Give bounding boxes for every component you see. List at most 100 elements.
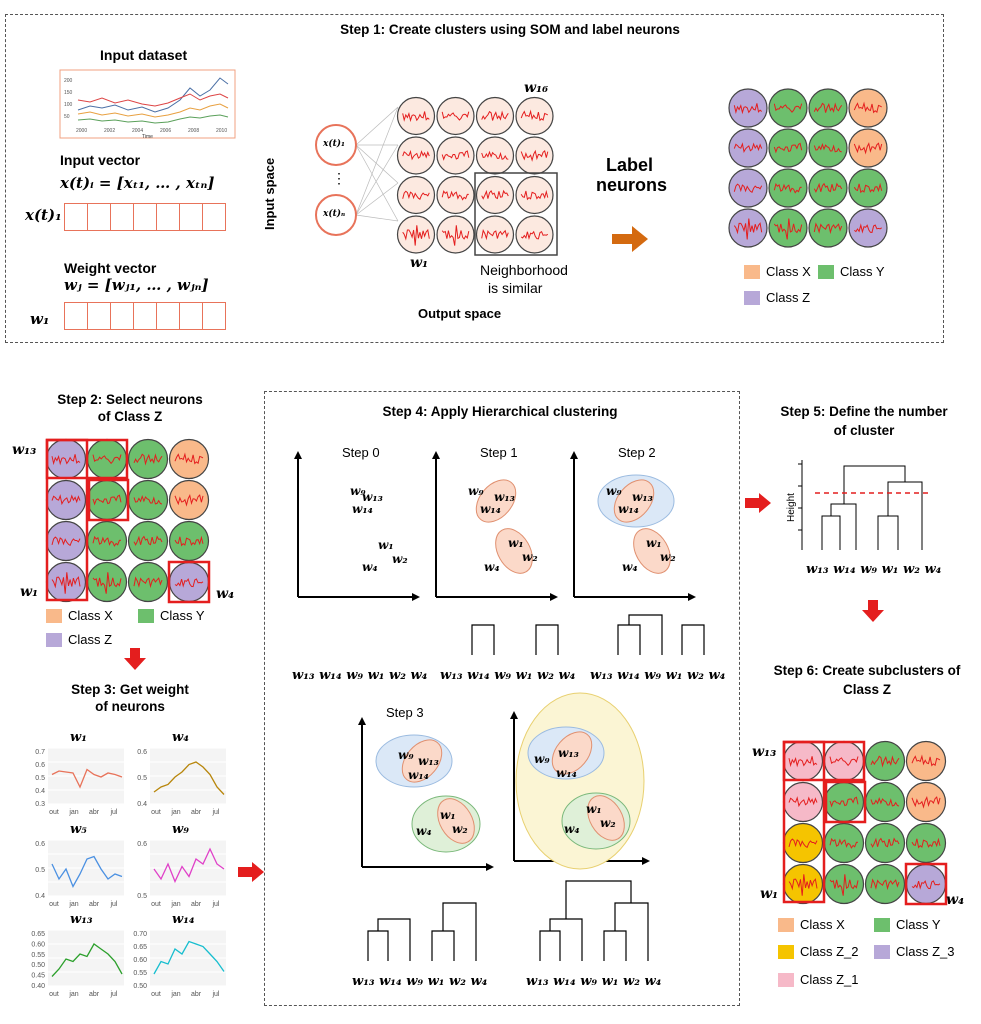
neuron-weight-line: [51, 454, 81, 466]
weight-chart-xtick: out: [49, 901, 59, 908]
neuron-circle: [864, 740, 906, 782]
weight-chart-xtick: abr: [191, 991, 202, 998]
legend-step6-y: Class Y: [874, 917, 941, 932]
label: w₄: [362, 560, 378, 574]
weight-chart-xtick: abr: [89, 809, 100, 816]
arrow-down-icon: [124, 648, 146, 670]
neuron-weight-line: [853, 182, 883, 194]
legend-step6-x: Class X: [778, 917, 845, 932]
weight-chart-ytick: 0.7: [35, 749, 45, 756]
neuron-weight-line: [481, 229, 509, 241]
weight-chart-xtick: jan: [170, 901, 180, 908]
mini-ytick: 200: [64, 78, 73, 84]
neuron-weight-line: [441, 190, 469, 201]
input-space-label: Input space: [262, 157, 277, 230]
step3-title-1: Step 3: Get weight: [71, 682, 189, 697]
substep-title: Step 1: [480, 445, 518, 460]
legend-step2-z: Class Z: [46, 632, 112, 647]
neuron-circle: [848, 128, 888, 168]
label: w₂: [392, 552, 408, 566]
weight-vector-formula: wⱼ = [wⱼ₁, … , wⱼₙ]: [64, 276, 209, 294]
weight-line: [153, 761, 225, 795]
neuron-weight-line: [481, 189, 509, 200]
legend-step1-y: Class Y: [818, 264, 885, 279]
legend-class-y: Class Y: [896, 917, 941, 932]
label: w₉: [534, 752, 550, 766]
step4-panel: [264, 391, 740, 1006]
step1-title: Step 1: Create clusters using SOM and la…: [340, 22, 680, 37]
label: w₁₃: [418, 754, 439, 768]
weight-chart-ytick: 0.5: [35, 775, 45, 782]
input-node-top-label: x(t)₁: [323, 139, 345, 149]
label: w₁: [646, 536, 662, 550]
arrow-down-icon: [862, 600, 884, 622]
legend-class-z: Class Z: [766, 290, 811, 305]
neuron-weight-line: [853, 142, 883, 155]
weight-chart-xtick: jul: [109, 809, 117, 816]
input-row-label: x(t)₁: [25, 206, 62, 224]
selection-box: [87, 478, 130, 522]
input-vector-cells: [64, 203, 226, 231]
weight-chart-ytick: 0.5: [137, 893, 147, 900]
weight-chart-xtick: jan: [68, 901, 78, 908]
weight-chart-xtick: jan: [170, 809, 180, 816]
weight-chart-xtick: out: [151, 991, 161, 998]
weight-chart-xtick: out: [49, 809, 59, 816]
neuron-weight-line: [788, 796, 818, 808]
weight-line: [51, 855, 123, 889]
neuron-weight-line: [92, 454, 122, 465]
neuron-weight-line: [773, 142, 803, 154]
weight-chart-xtick: jul: [109, 991, 117, 998]
step2-title-2: of Class Z: [97, 409, 163, 424]
selection-box: [45, 438, 89, 602]
legend-class-x: Class X: [800, 917, 845, 932]
leaf-labels: w₁₃ w₁₄ w₉ w₁ w₂ w₄: [440, 668, 576, 683]
weight-chart-xtick: out: [151, 809, 161, 816]
neuron-weight-line: [133, 495, 163, 505]
mini-xtick: 2002: [104, 128, 115, 134]
neuron-weight-line: [402, 111, 430, 123]
legend-step6-z3: Class Z_3: [874, 944, 955, 959]
neuron-weight-line: [911, 837, 941, 849]
som-output-grid: [396, 96, 554, 254]
label: w₂: [522, 550, 538, 564]
legend-step6-z1: Class Z_1: [778, 972, 859, 987]
arrow-right-icon: [238, 862, 264, 882]
weight-chart-ytick: 0.6: [35, 762, 45, 769]
neuron-weight-line: [133, 453, 163, 466]
weight-chart-ytick: 0.65: [31, 931, 45, 938]
label: w₂: [600, 816, 616, 830]
label: w₁₄: [408, 768, 429, 782]
input-dataset-chart: 200 150 100 50 2000 2002 2004 2006 2008 …: [59, 69, 236, 140]
mini-xlabel: Time: [142, 134, 153, 140]
height-axis-label: Height: [786, 493, 797, 522]
weight-chart-xtick: jan: [68, 809, 78, 816]
neuron-circle: [127, 438, 169, 480]
weight-chart-xtick: abr: [191, 901, 202, 908]
neuron-weight-line: [402, 190, 430, 200]
selection-box: [782, 740, 826, 904]
legend-class-y: Class Y: [160, 608, 205, 623]
weight-chart-ytick: 0.65: [133, 944, 147, 951]
mini-xtick: 2006: [160, 128, 171, 134]
weight-chart-xtick: out: [151, 901, 161, 908]
step6-w1: w₁: [760, 886, 779, 902]
neuron-circle: [864, 781, 906, 823]
step2-title-1: Step 2: Select neurons: [57, 392, 203, 407]
neuron-weight-line: [92, 535, 122, 547]
neuron-circle: [864, 863, 906, 905]
input-nodes: [315, 106, 399, 236]
weight-chart-xtick: jul: [211, 809, 219, 816]
neuron-weight-line: [441, 111, 470, 121]
neuron-weight-line: [51, 572, 81, 594]
neuron-weight-line: [733, 103, 763, 115]
label: w₂: [452, 822, 468, 836]
step2-w4: w₄: [216, 586, 235, 602]
neuron-weight-line: [911, 880, 941, 890]
step5-leaves: w₁₃ w₁₄ w₉ w₁ w₂ w₄: [806, 562, 942, 577]
neuron-weight-line: [733, 142, 763, 153]
neuron-weight-line: [829, 837, 859, 849]
